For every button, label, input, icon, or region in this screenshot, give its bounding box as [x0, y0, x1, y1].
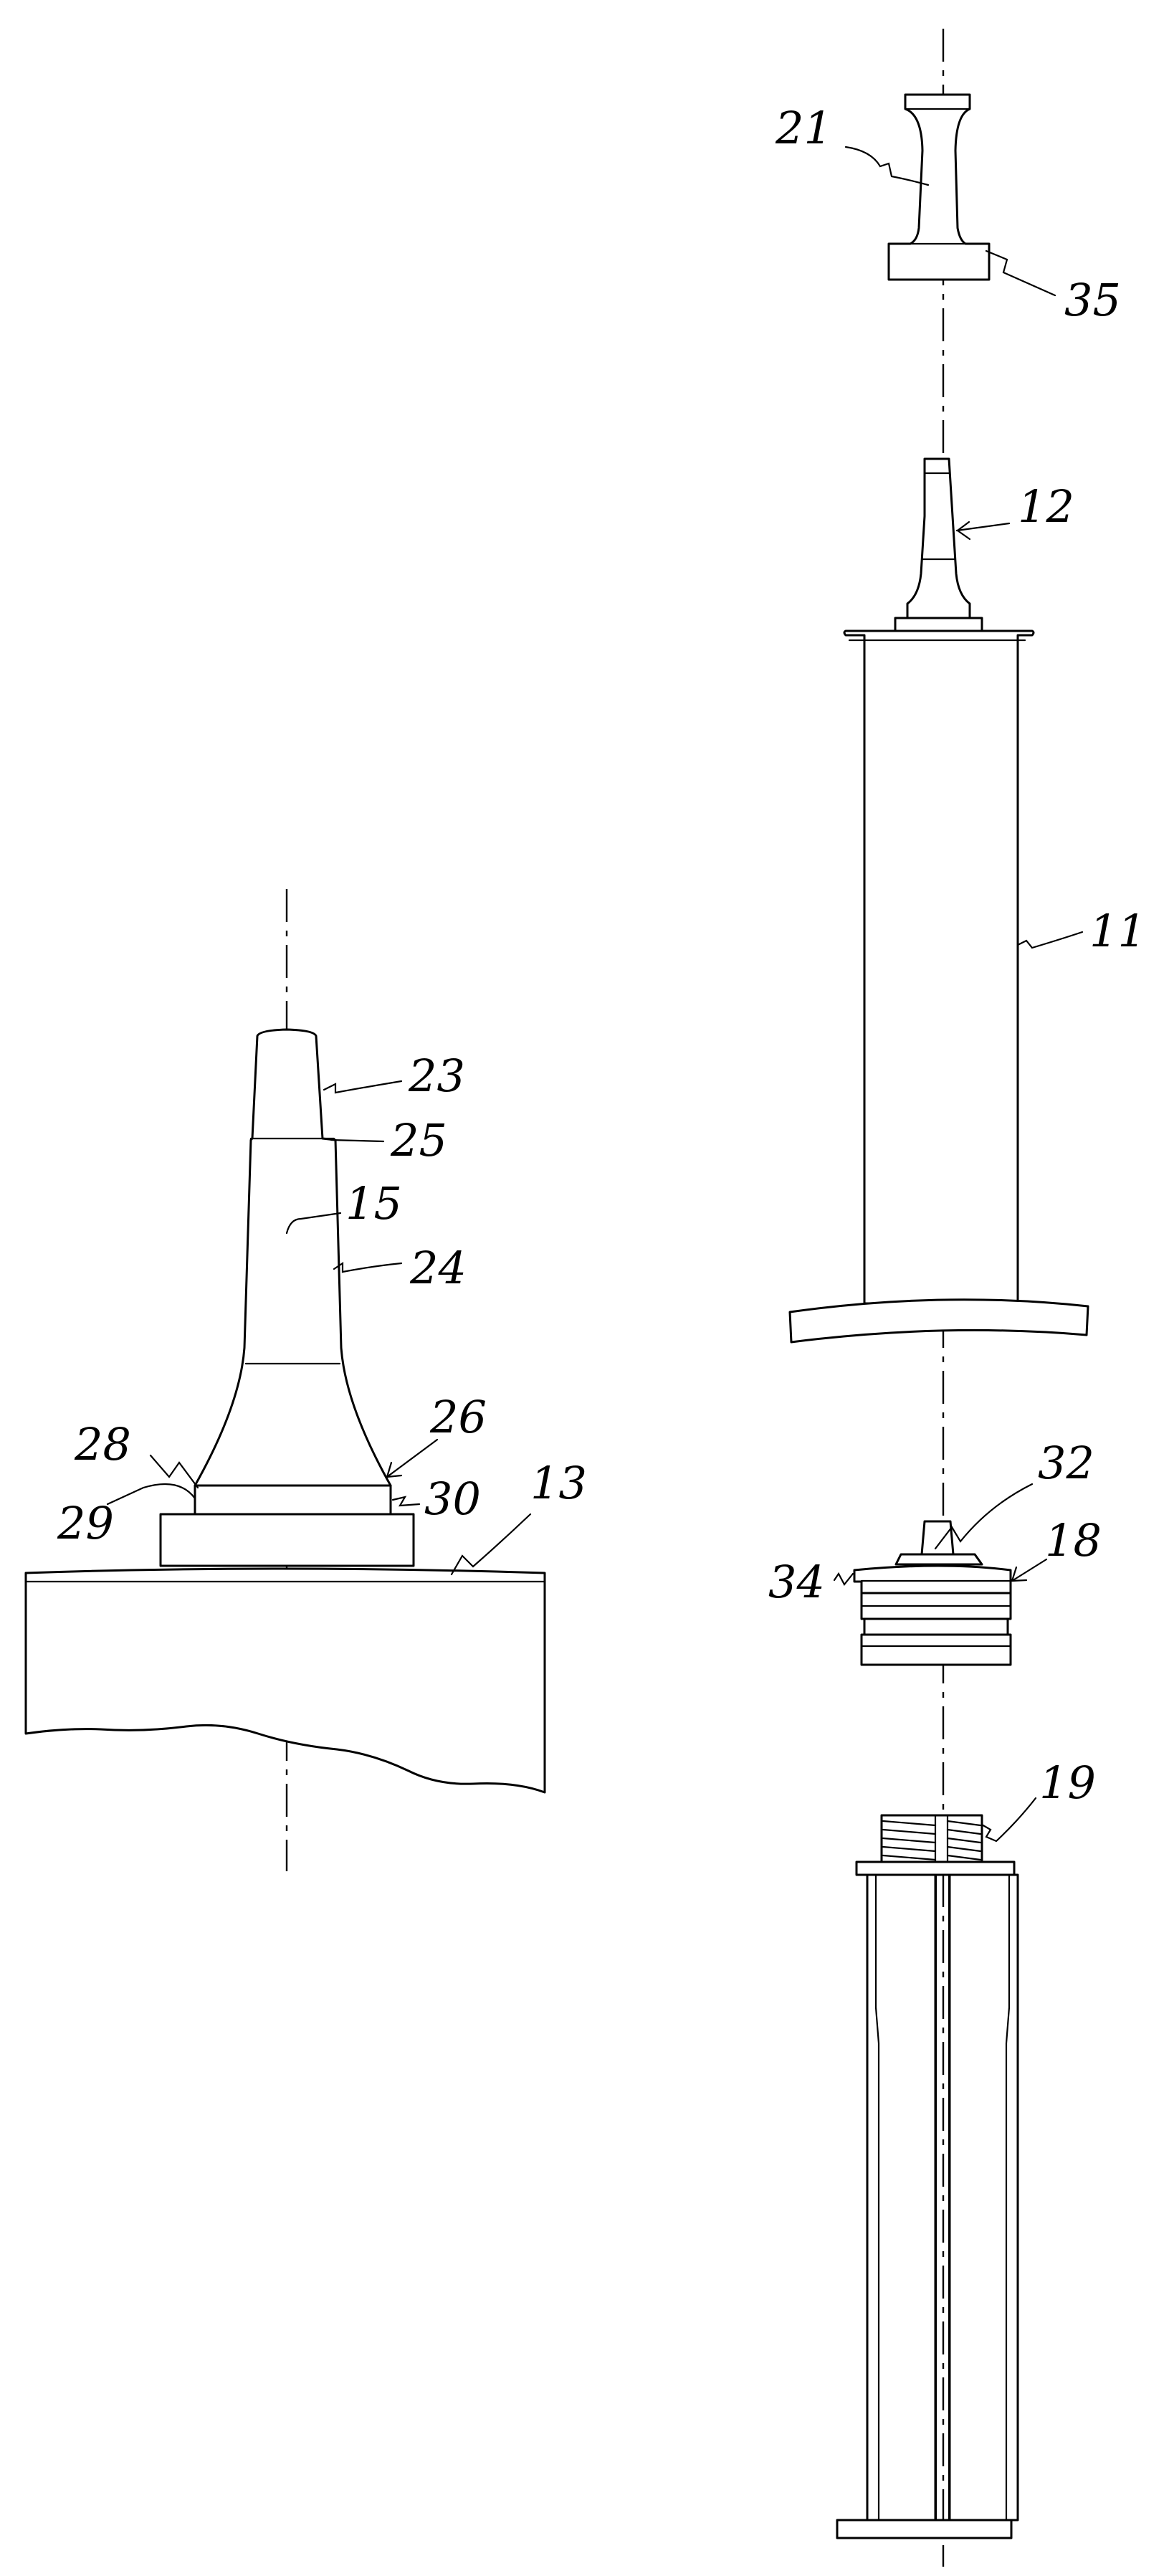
plunger-rod-right	[948, 1873, 1019, 2522]
leader-15	[285, 1212, 342, 1235]
detail-barrel-13	[24, 1567, 546, 1794]
label-11: 11	[1089, 905, 1146, 957]
plunger-19	[836, 1814, 1019, 2539]
cap-21	[887, 93, 991, 281]
leader-26	[386, 1438, 439, 1478]
label-29: 29	[57, 1497, 114, 1549]
plug-upper-rib	[853, 1564, 1012, 1594]
label-21: 21	[775, 102, 832, 154]
plunger-rod-inner-lines	[874, 1873, 1011, 2522]
detail-base-29	[159, 1513, 415, 1567]
leader-35	[985, 249, 1056, 297]
plunger-threads-right	[946, 1820, 982, 1861]
leader-19	[980, 1797, 1037, 1843]
leader-23	[323, 1080, 403, 1094]
label-18: 18	[1045, 1514, 1102, 1567]
leader-34	[833, 1572, 854, 1586]
barrel-body	[843, 629, 1035, 1305]
label-12: 12	[1018, 480, 1074, 533]
label-15: 15	[345, 1177, 402, 1230]
arrow-18	[1011, 1566, 1028, 1582]
label-19: 19	[1039, 1757, 1096, 1809]
arrow-26	[386, 1461, 403, 1478]
barrel-flange	[788, 1298, 1089, 1344]
label-28: 28	[74, 1418, 131, 1470]
detail-nozzle-outline	[194, 1028, 392, 1487]
detail-collar-30	[194, 1484, 392, 1516]
leader-32	[934, 1483, 1034, 1550]
arrow-12	[956, 521, 971, 541]
label-24: 24	[409, 1242, 467, 1294]
leader-lines	[106, 146, 1084, 1843]
plug-18	[853, 1520, 1012, 1666]
label-34: 34	[768, 1556, 825, 1608]
leader-18	[1011, 1558, 1048, 1582]
plug-tip-32	[920, 1520, 955, 1556]
leader-11	[1016, 931, 1084, 949]
label-23: 23	[408, 1050, 465, 1102]
leader-13	[450, 1513, 532, 1576]
plunger-threads-left	[882, 1820, 937, 1861]
cap-body	[887, 93, 991, 281]
label-30: 30	[424, 1473, 481, 1525]
leader-12	[955, 522, 1011, 532]
plunger-top-disc	[855, 1860, 1016, 1876]
label-32: 32	[1038, 1437, 1094, 1489]
leader-24	[333, 1261, 403, 1273]
detail-nozzle-15	[159, 1028, 415, 1567]
plug-collar	[894, 1553, 983, 1566]
label-25: 25	[390, 1114, 447, 1166]
nozzle-base-flange	[894, 617, 983, 632]
cartridge-barrel-11	[788, 457, 1089, 1344]
leader-30	[391, 1496, 421, 1507]
plug-lower-rib	[860, 1633, 1012, 1666]
leader-28	[149, 1454, 199, 1489]
leader-25	[330, 1139, 385, 1143]
leader-29	[106, 1483, 196, 1506]
label-26: 26	[429, 1391, 487, 1443]
leader-21	[844, 146, 930, 186]
nozzle-12	[906, 457, 971, 619]
label-13: 13	[530, 1457, 587, 1509]
plug-groove	[863, 1617, 1009, 1636]
plunger-bottom-disc	[836, 2519, 1013, 2539]
label-35: 35	[1064, 274, 1121, 326]
plunger-rod-left	[866, 1873, 937, 2522]
